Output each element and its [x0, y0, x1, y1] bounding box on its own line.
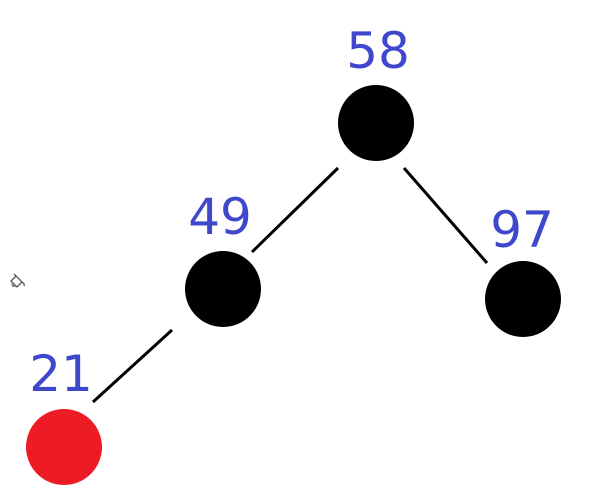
node-label-21: 21 — [29, 345, 93, 403]
tree-labels: 58 49 97 21 — [29, 22, 554, 403]
edge-n58-n49 — [250, 166, 340, 254]
node-49 — [185, 251, 261, 327]
node-label-97: 97 — [490, 201, 554, 259]
node-58 — [338, 85, 414, 161]
node-21 — [26, 409, 102, 485]
tree-nodes — [26, 85, 561, 485]
edge-n58-n97 — [402, 167, 489, 264]
node-label-58: 58 — [346, 22, 410, 80]
node-label-49: 49 — [188, 188, 252, 246]
tree-edges — [91, 166, 489, 404]
paint-bucket-icon — [10, 273, 25, 288]
edge-n49-n21 — [91, 328, 174, 404]
node-97 — [485, 261, 561, 337]
